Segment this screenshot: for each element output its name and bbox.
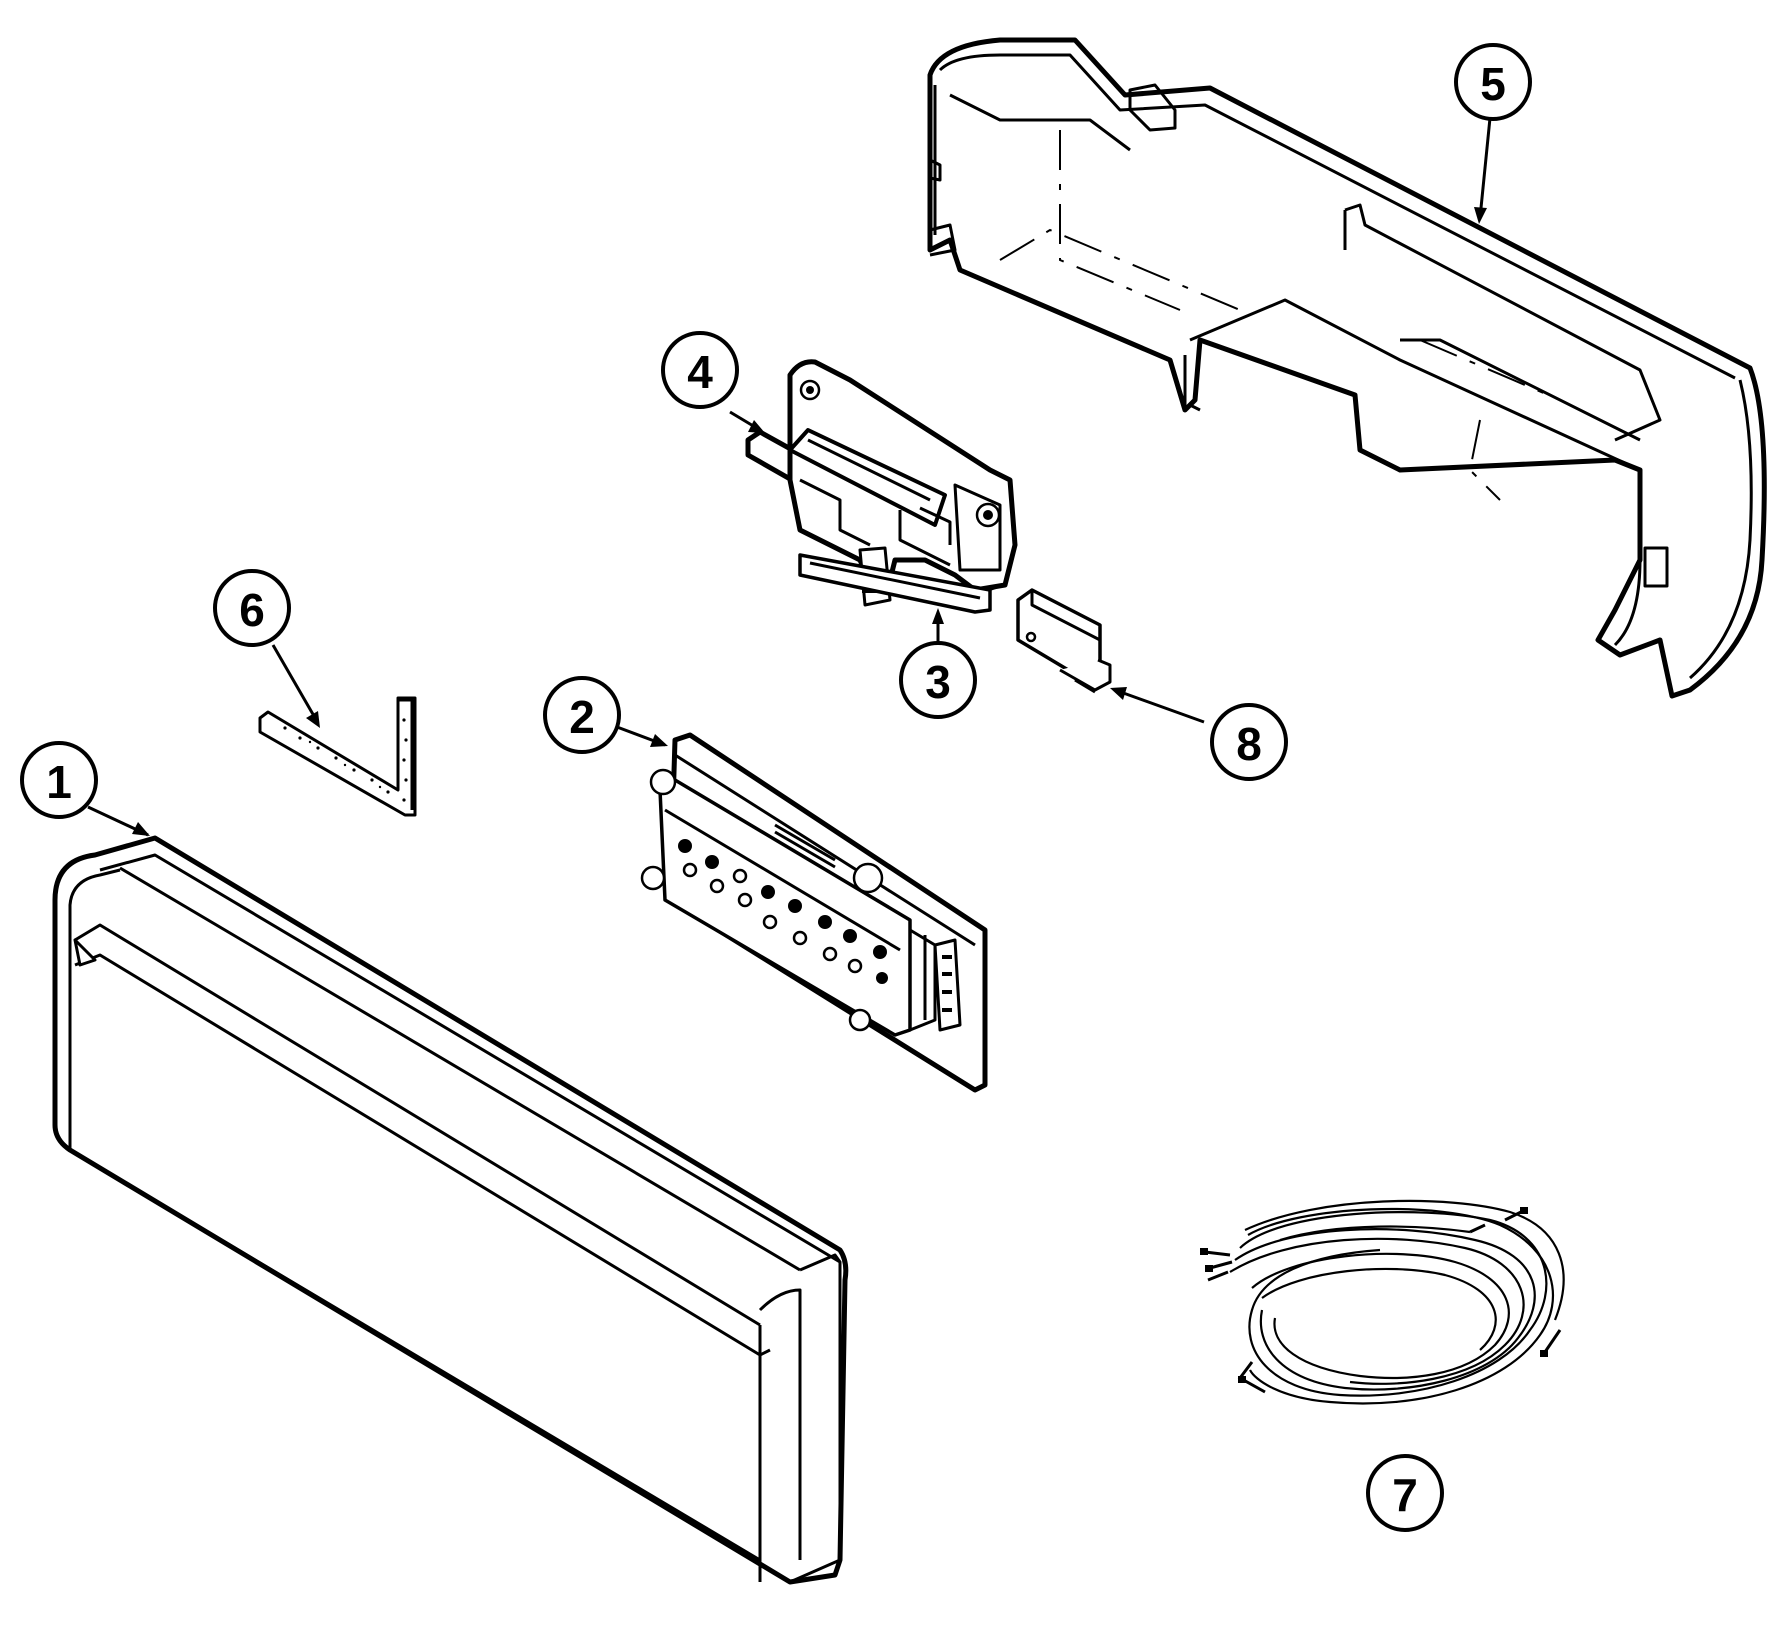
callout-label-6: 6 bbox=[239, 584, 265, 636]
callout-1: 1 bbox=[20, 741, 98, 819]
callout-label-3: 3 bbox=[925, 656, 951, 708]
callout-5: 5 bbox=[1454, 43, 1532, 121]
leader-line-6 bbox=[271, 644, 320, 724]
callout-label-1: 1 bbox=[46, 756, 72, 808]
part-6-l-strip bbox=[258, 696, 417, 817]
callout-8: 8 bbox=[1210, 703, 1288, 781]
callout-label-5: 5 bbox=[1480, 58, 1506, 110]
part-2-circuit-board bbox=[640, 732, 988, 1093]
part-1-control-panel bbox=[52, 835, 849, 1585]
part-7-wire-harness bbox=[1200, 1199, 1565, 1405]
callout-6: 6 bbox=[213, 569, 291, 647]
callout-7: 7 bbox=[1366, 1454, 1444, 1532]
callout-4: 4 bbox=[661, 331, 739, 409]
callout-label-7: 7 bbox=[1392, 1469, 1418, 1521]
callout-label-8: 8 bbox=[1236, 718, 1262, 770]
part-4-latch-housing bbox=[745, 359, 1018, 614]
part-8-micro-switch bbox=[1016, 588, 1112, 694]
callout-2: 2 bbox=[543, 676, 621, 754]
callout-label-2: 2 bbox=[569, 691, 595, 743]
leader-line-5 bbox=[1478, 117, 1492, 219]
callout-3: 3 bbox=[899, 641, 977, 719]
callout-label-4: 4 bbox=[687, 346, 713, 398]
leader-line-8 bbox=[1114, 688, 1205, 724]
part-5-console-housing bbox=[927, 37, 1767, 699]
